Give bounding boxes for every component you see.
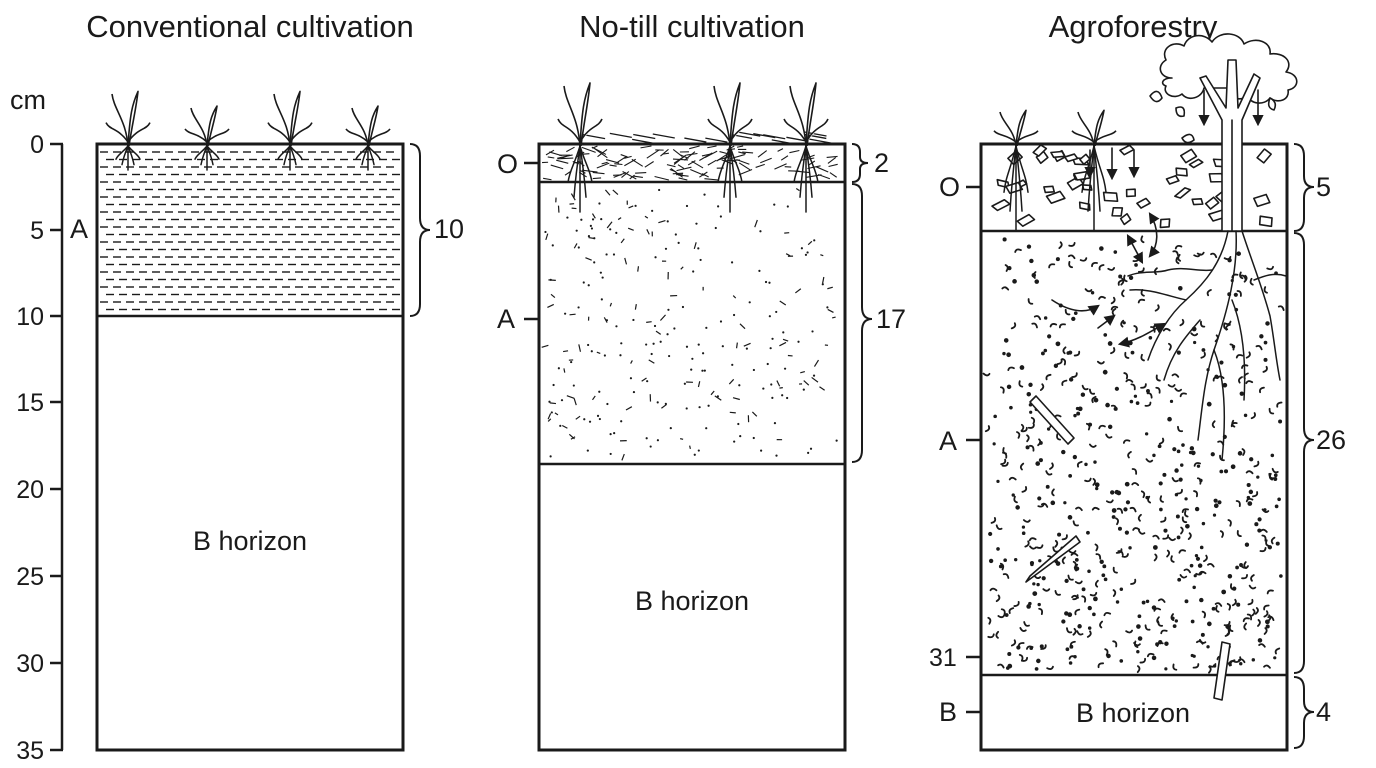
double-arrow-icon	[1148, 212, 1160, 258]
a-horizon-label-conventional: A	[70, 214, 88, 244]
depth-tick-label-10: 10	[16, 303, 44, 331]
b-horizon-label-agroforestry: B horizon	[1076, 698, 1190, 728]
twig-fragment	[1025, 535, 1081, 583]
a-thickness-brace-agroforestry	[1293, 232, 1315, 674]
depth-tick-label-20: 20	[16, 476, 44, 504]
panel-title-notill: No-till cultivation	[579, 9, 805, 44]
falling-leaf-icon	[1175, 106, 1186, 118]
crop-plants-notill	[557, 82, 829, 213]
b-thickness-brace-agroforestry	[1293, 676, 1315, 749]
o-horizon-leaf-litter-texture	[991, 144, 1273, 229]
b-horizon-label-conventional: B horizon	[193, 526, 307, 556]
depth-tick-label-30: 30	[16, 650, 44, 678]
falling-leaf-icon	[1181, 133, 1195, 144]
panel-title-conventional: Conventional cultivation	[86, 9, 413, 44]
a-horizon-tilled-texture	[100, 151, 400, 311]
litterfall-arrows	[1084, 89, 1264, 181]
depth-axis-ticks: 0 5 10 15 20 25 30 35	[16, 131, 63, 765]
depth-tick-label-5: 5	[30, 217, 44, 245]
o-horizon-mulch-texture	[542, 131, 838, 181]
a-depth-mark-agroforestry: 31	[929, 644, 957, 672]
depth-tick-label-0: 0	[30, 131, 44, 159]
a-horizon-label-agroforestry: A	[939, 426, 957, 456]
depth-axis-unit: cm	[10, 85, 46, 115]
curved-arrow-icon	[1097, 314, 1116, 329]
depth-tick-label-35: 35	[16, 737, 44, 765]
crop-plants-conventional	[105, 90, 391, 171]
panel-conventional: Conventional cultivation A 10 B horizon	[70, 9, 464, 752]
tree-roots	[1127, 230, 1287, 461]
twig-fragment	[1029, 395, 1075, 445]
a-thickness-brace-conventional	[409, 143, 431, 317]
nutrient-cycle-arrows	[1051, 212, 1166, 348]
crop-plants-agroforestry	[993, 109, 1117, 231]
a-thickness-brace-notill	[851, 183, 873, 463]
depth-tick-label-15: 15	[16, 389, 44, 417]
falling-leaf-icon	[1267, 97, 1277, 111]
double-arrow-icon	[1126, 234, 1144, 264]
o-thickness-notill: 2	[874, 148, 889, 178]
tree-trunk	[1199, 59, 1261, 232]
twig-fragment	[1213, 641, 1231, 701]
a-horizon-aggregate-texture	[982, 235, 1285, 674]
o-horizon-label-notill: O	[497, 149, 518, 179]
falling-leaf-icon	[1149, 90, 1163, 103]
soil-column-conventional	[95, 142, 405, 752]
a-horizon-label-notill: A	[497, 304, 515, 334]
a-thickness-notill: 17	[876, 304, 906, 334]
panel-notill: No-till cultivation O A 2 17 B horizon	[497, 9, 906, 752]
depth-axis: cm 0 5 10 15 20 25 30 35	[10, 85, 64, 765]
soil-column-notill	[537, 142, 847, 752]
b-horizon-label-notill: B horizon	[635, 586, 749, 616]
curved-arrow-icon	[1051, 299, 1100, 316]
a-thickness-agroforestry: 26	[1316, 425, 1346, 455]
a-thickness-conventional: 10	[434, 214, 464, 244]
a-horizon-speckle-texture	[541, 188, 838, 461]
buried-twigs	[1025, 395, 1231, 701]
tree-illustration	[1159, 33, 1298, 232]
double-arrow-icon	[1117, 322, 1166, 348]
depth-tick-label-25: 25	[16, 563, 44, 591]
falling-leaves	[1149, 90, 1277, 144]
b-horizon-side-label-agroforestry: B	[939, 697, 957, 727]
b-thickness-agroforestry: 4	[1316, 697, 1331, 727]
o-thickness-agroforestry: 5	[1316, 172, 1331, 202]
o-horizon-label-agroforestry: O	[939, 172, 960, 202]
o-thickness-brace-agroforestry	[1293, 143, 1315, 232]
panel-agroforestry: Agroforestry	[929, 9, 1346, 752]
o-thickness-brace-notill	[851, 143, 869, 183]
